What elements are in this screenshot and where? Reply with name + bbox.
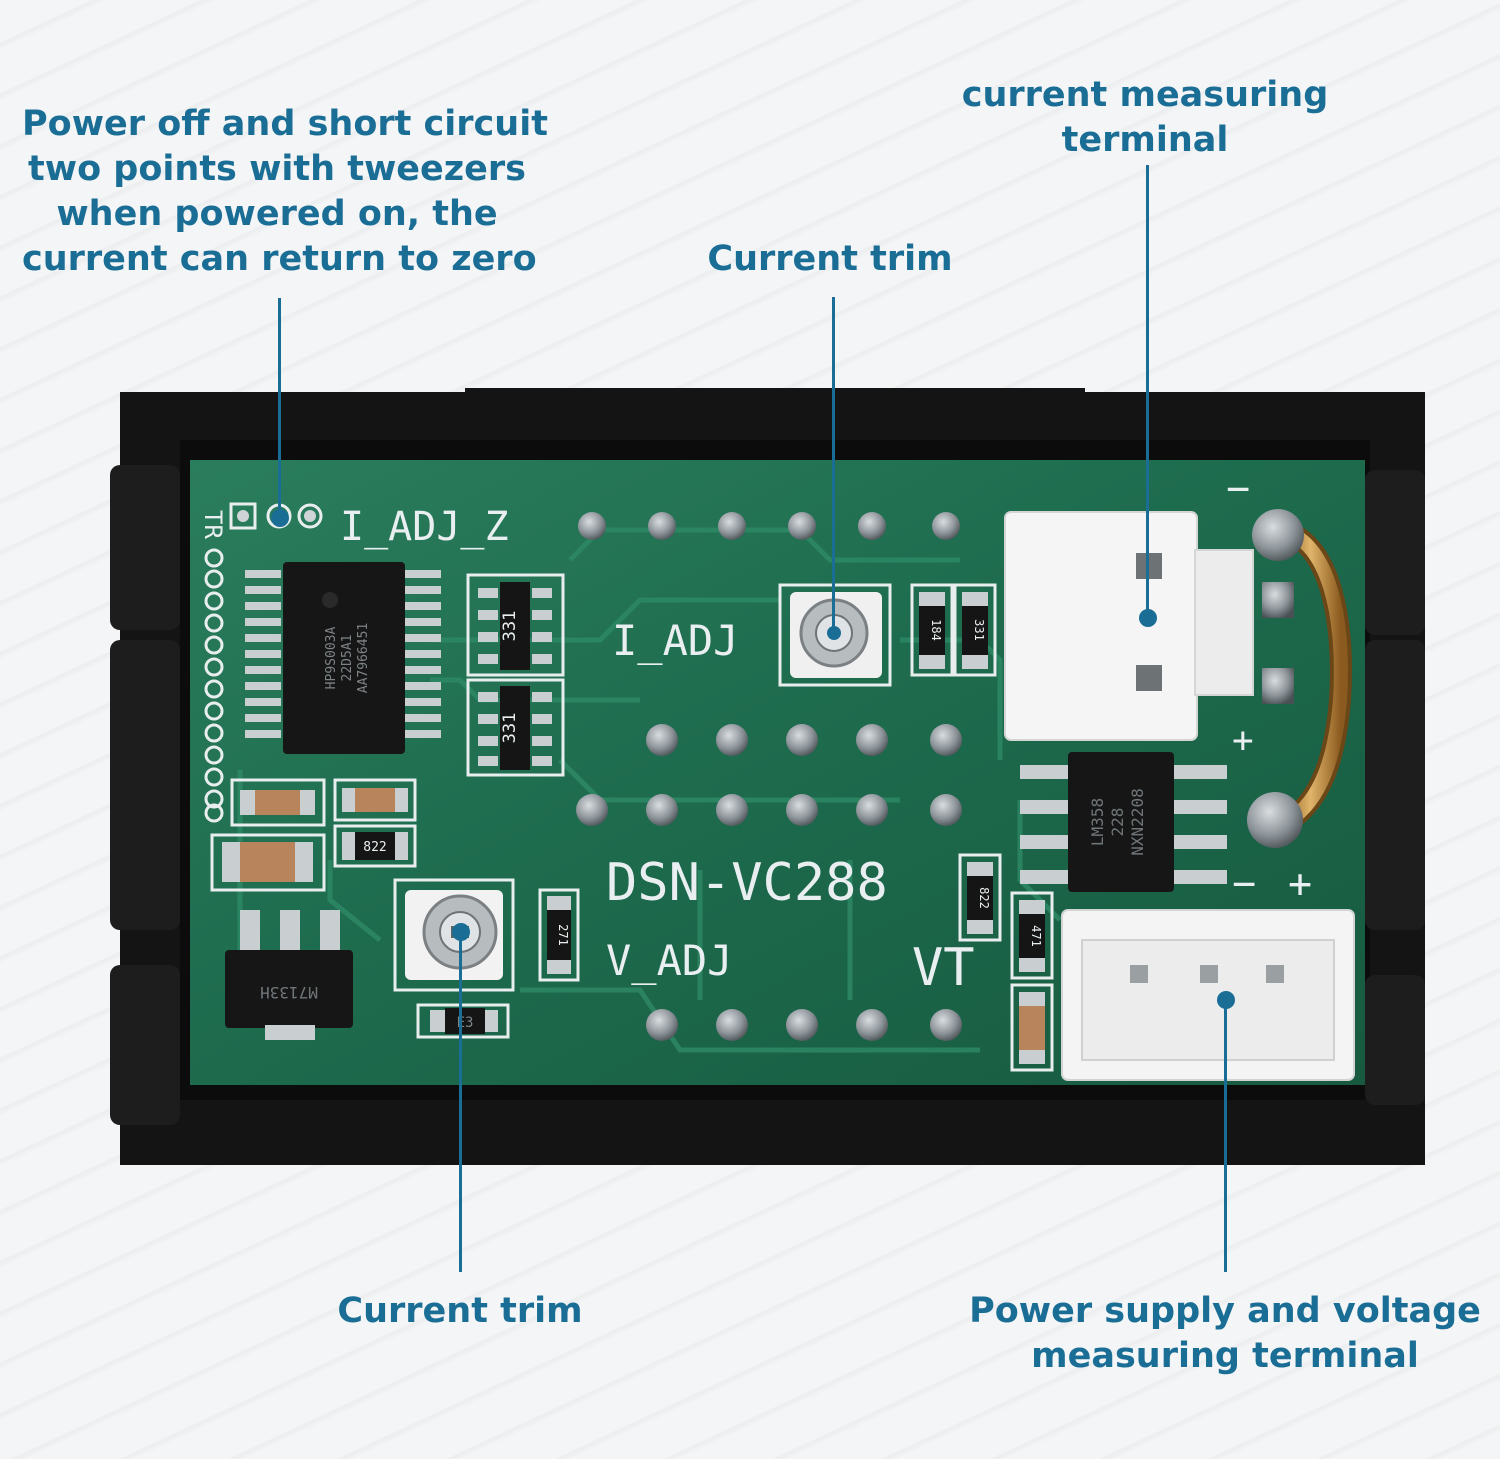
- zero-reset-line-4: current can return to zero: [22, 239, 537, 279]
- svg-text:331: 331: [972, 619, 986, 641]
- current-trim-top-leader: [832, 297, 835, 633]
- current-trim-bottom-callout: Current trim: [320, 1289, 600, 1334]
- i-adj-potentiometer: [778, 583, 892, 687]
- i-adj-z-label: I_ADJ_Z: [340, 504, 509, 550]
- zero-reset-pointer: [271, 509, 289, 527]
- svg-text:228: 228: [1108, 808, 1127, 837]
- current-terminal-leader: [1146, 165, 1149, 617]
- resistor-array-bottom: 331: [466, 678, 565, 777]
- power-terminal-pointer: [1217, 991, 1235, 1009]
- resistor-271: 271: [538, 888, 580, 982]
- svg-text:331: 331: [500, 713, 520, 744]
- current-terminal-callout: current measuring terminal: [945, 73, 1345, 163]
- resistor-array-top: 331: [466, 573, 565, 677]
- svg-text:822: 822: [977, 887, 991, 909]
- power-terminal-leader: [1224, 1000, 1227, 1272]
- zero-reset-line-2: two points with tweezers: [28, 149, 526, 189]
- terminal-minus-top: −: [1226, 466, 1250, 512]
- power-terminal-connector: [1061, 909, 1355, 1081]
- current-terminal-pointer: [1139, 609, 1157, 627]
- right-passives: 822 471: [958, 853, 1054, 1072]
- resistors-184-331: 184 331: [910, 583, 997, 677]
- svg-text:271: 271: [556, 924, 570, 946]
- current-terminal-line-2: terminal: [1061, 120, 1229, 160]
- zero-reset-line-1: Power off and short circuit: [22, 104, 548, 144]
- terminal-plus-bottom: +: [1288, 861, 1312, 907]
- header-pins: [204, 548, 224, 823]
- svg-text:HP9S003A: HP9S003A: [324, 627, 339, 690]
- model-label: DSN-VC288: [606, 853, 888, 913]
- current-terminal-connector: [1004, 511, 1254, 741]
- power-terminal-line-1: Power supply and voltage: [969, 1291, 1481, 1331]
- voltage-regulator: M7133H: [225, 910, 353, 1040]
- current-trim-bottom-leader: [459, 932, 462, 1272]
- svg-text:LM358: LM358: [1088, 798, 1107, 846]
- left-passives: 822: [210, 778, 417, 892]
- current-trim-top-text: Current trim: [707, 239, 953, 279]
- v-adj-label: V_ADJ: [606, 936, 732, 985]
- zero-reset-callout: Power off and short circuit two points w…: [22, 102, 548, 282]
- svg-text:331: 331: [500, 611, 520, 642]
- svg-text:M7133H: M7133H: [260, 983, 318, 1002]
- zero-reset-line-3: when powered on, the: [56, 194, 498, 234]
- current-terminal-line-1: current measuring: [961, 75, 1329, 115]
- svg-text:AA7966451: AA7966451: [356, 623, 371, 693]
- zero-reset-leader: [278, 298, 281, 516]
- power-terminal-line-2: measuring terminal: [1031, 1336, 1419, 1376]
- vt-label: VT: [912, 938, 975, 998]
- opamp-chip: LM358 228 NXN2208: [1020, 752, 1227, 892]
- svg-text:184: 184: [929, 619, 943, 641]
- terminal-plus-mid: +: [1232, 720, 1254, 761]
- mcu-chip: HP9S003A 22D5A1 AA7966451: [245, 562, 441, 754]
- tr-label: TR: [199, 510, 227, 539]
- display-pins: [576, 512, 962, 1041]
- shunt-resistor: [1247, 509, 1352, 848]
- terminal-minus-bottom: −: [1232, 861, 1256, 907]
- svg-text:822: 822: [363, 840, 386, 855]
- current-trim-bottom-text: Current trim: [337, 1291, 583, 1331]
- svg-text:NXN2208: NXN2208: [1128, 788, 1147, 855]
- power-terminal-callout: Power supply and voltage measuring termi…: [965, 1289, 1485, 1379]
- svg-text:471: 471: [1029, 925, 1043, 947]
- i-adj-label: I_ADJ: [612, 616, 738, 665]
- current-trim-top-callout: Current trim: [690, 237, 970, 282]
- current-trim-bottom-pointer: [452, 923, 470, 941]
- svg-text:22D5A1: 22D5A1: [340, 635, 355, 682]
